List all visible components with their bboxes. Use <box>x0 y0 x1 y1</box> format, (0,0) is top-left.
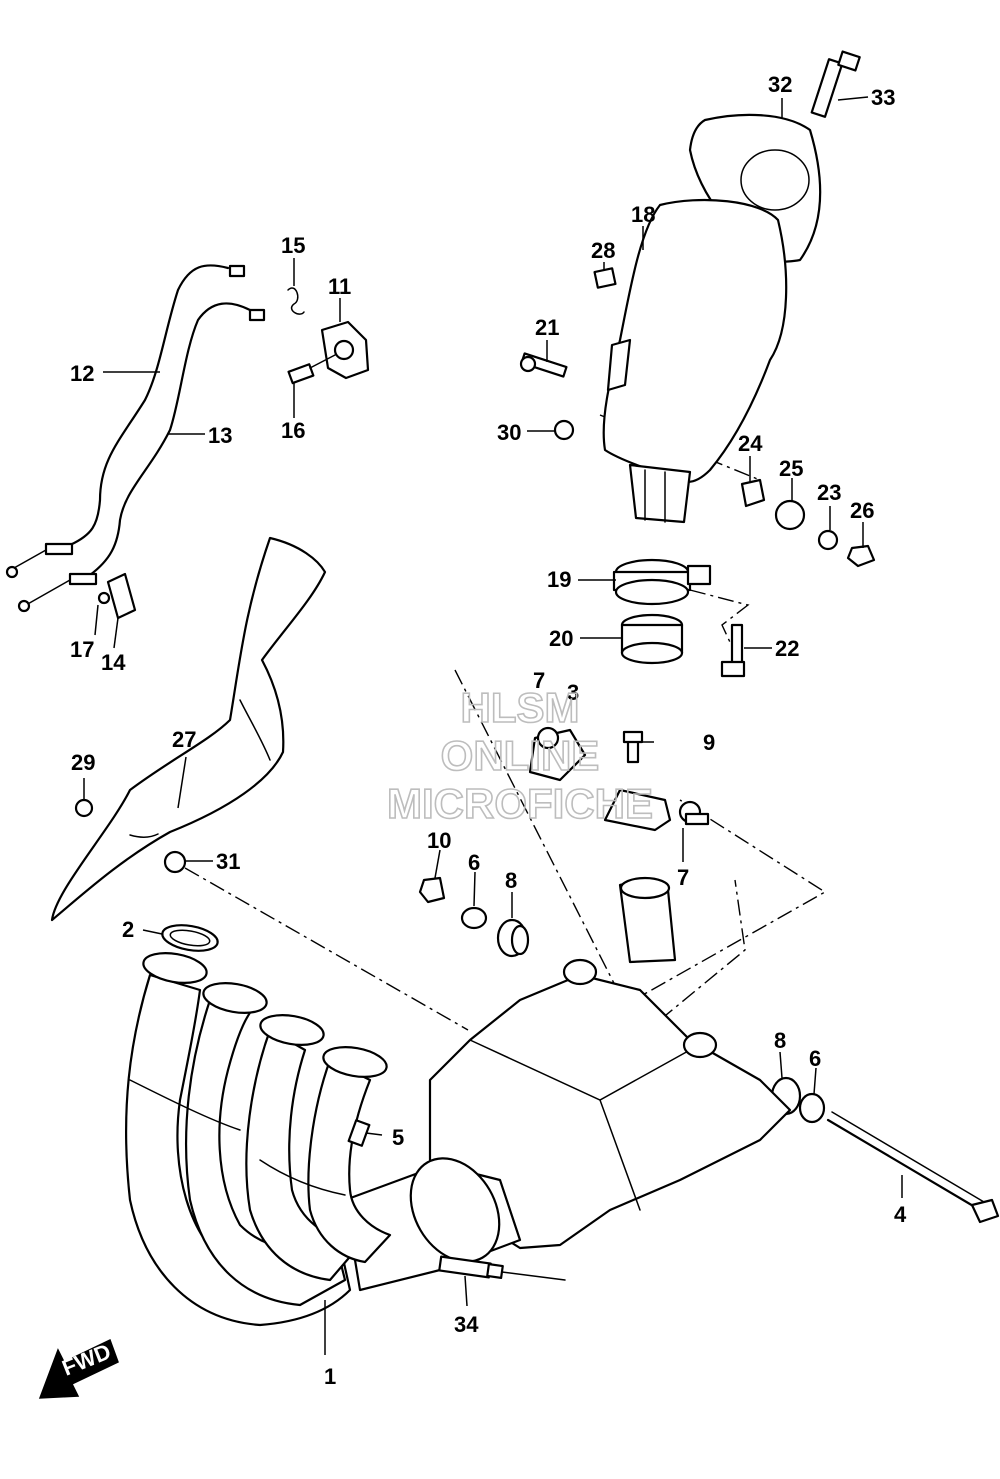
exhaust-pipe-assembly-part <box>124 876 792 1327</box>
callout-3: 3 <box>567 680 579 705</box>
callout-1: 1 <box>324 1364 336 1389</box>
callout-20: 20 <box>549 626 573 651</box>
callout-26: 26 <box>850 498 874 523</box>
callout-22: 22 <box>775 636 799 661</box>
watermark-line-3: MICROFICHE <box>387 780 653 827</box>
muffler-cover-part <box>688 50 861 264</box>
callout-32: 32 <box>768 72 792 97</box>
heat-shield-part <box>50 536 327 922</box>
callout-labels: 1 2 3 4 5 6 6 7 7 8 8 9 10 11 12 13 14 1… <box>70 72 907 1389</box>
callout-10: 10 <box>427 828 451 853</box>
o2-sensor-part <box>438 1255 566 1281</box>
callout-33: 33 <box>871 85 895 110</box>
callout-17: 17 <box>70 637 94 662</box>
muffler-part <box>593 198 788 524</box>
callout-29: 29 <box>71 750 95 775</box>
callout-11: 11 <box>328 274 351 299</box>
callout-leader-lines <box>83 96 903 1355</box>
callout-2: 2 <box>122 917 134 942</box>
callout-28: 28 <box>591 238 615 263</box>
callout-34: 34 <box>454 1312 479 1337</box>
callout-7-lower: 7 <box>677 865 689 890</box>
callout-18: 18 <box>631 202 655 227</box>
callout-21: 21 <box>535 315 559 340</box>
callout-6-upper: 6 <box>468 850 480 875</box>
callout-30: 30 <box>497 420 521 445</box>
callout-24: 24 <box>738 431 763 456</box>
clamp-and-gasket-parts <box>612 558 746 678</box>
callout-8-lower: 8 <box>774 1028 786 1053</box>
callout-8-upper: 8 <box>505 868 517 893</box>
callout-5: 5 <box>392 1125 404 1150</box>
callout-25: 25 <box>779 456 803 481</box>
callout-15: 15 <box>281 233 305 258</box>
callout-27: 27 <box>172 727 196 752</box>
callout-19: 19 <box>547 567 571 592</box>
watermark-line-2: ONLINE <box>441 732 600 779</box>
callout-7-upper: 7 <box>533 668 545 693</box>
fwd-arrow-icon: FWD <box>38 1339 119 1399</box>
mount-bracket-parts <box>528 726 710 832</box>
watermark-line-1: HLSM <box>461 684 580 731</box>
muffler-mount-hardware <box>519 352 876 568</box>
callout-6-lower: 6 <box>809 1046 821 1071</box>
callout-4: 4 <box>894 1202 907 1227</box>
throttle-cable-parts <box>5 264 266 620</box>
callout-31: 31 <box>216 849 240 874</box>
long-bolt-part <box>826 1111 1000 1224</box>
callout-13: 13 <box>208 423 232 448</box>
exhaust-gasket-part <box>161 924 219 952</box>
watermark: HLSM ONLINE MICROFICHE <box>386 683 654 828</box>
callout-23: 23 <box>817 480 841 505</box>
callout-9: 9 <box>703 730 715 755</box>
callout-14: 14 <box>101 650 126 675</box>
callout-16: 16 <box>281 418 305 443</box>
cable-bracket-parts <box>287 287 370 385</box>
callout-12: 12 <box>70 361 94 386</box>
